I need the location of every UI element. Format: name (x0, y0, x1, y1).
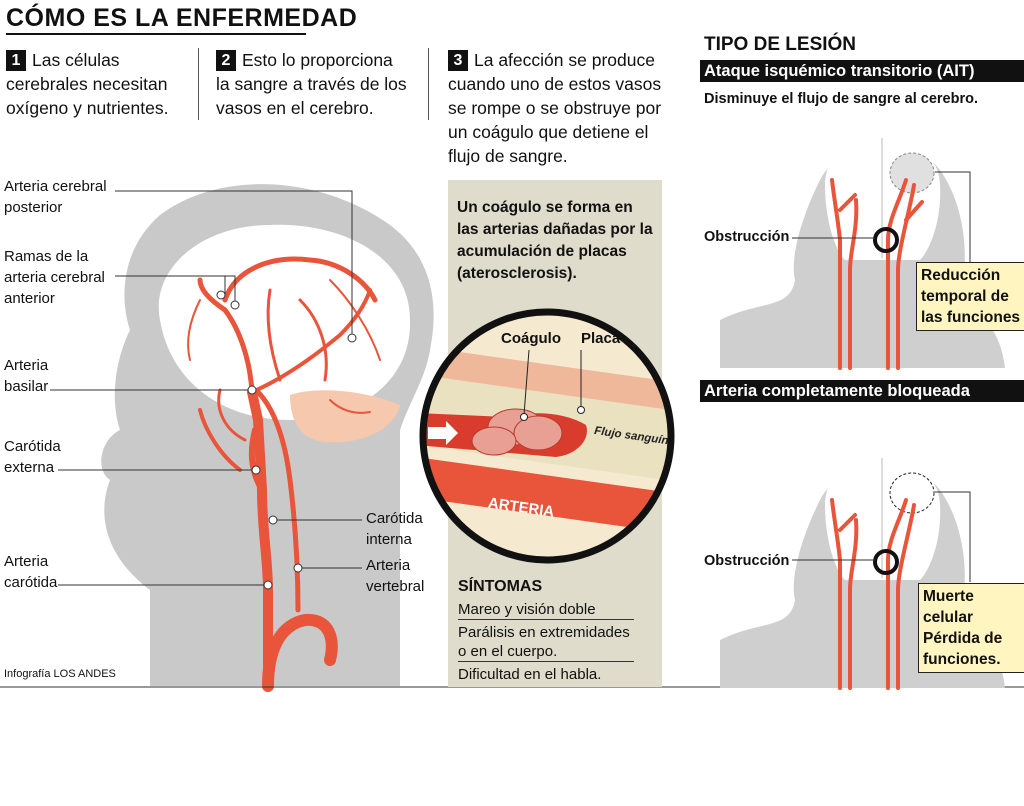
ait-obstruction-ring (873, 227, 899, 253)
label-coagulo: Coágulo (501, 330, 561, 347)
marker-coagulo (520, 413, 528, 421)
symptom-item: Dificultad en el habla. (458, 666, 602, 683)
credit: Infografía LOS ANDES (4, 668, 116, 680)
clot-2 (513, 415, 563, 451)
label-carotida: Arteria carótida (4, 553, 58, 591)
step-2-number: 2 (216, 50, 236, 71)
marker-anterior-1 (216, 290, 226, 300)
brain-branch (329, 399, 371, 414)
label-posterior: Arteria cerebral posterior (4, 178, 107, 216)
blocked-brain (825, 455, 941, 580)
label-placa: Placa (581, 330, 621, 347)
ait-obstruction-label: Obstrucción (704, 229, 790, 245)
marker-interna (268, 515, 278, 525)
blocked-obstruction-ring (873, 549, 899, 575)
aortic-arch (262, 613, 338, 692)
step-1-text: Las células cerebrales necesitan oxígeno… (6, 50, 169, 118)
symptom-item: Mareo y visión doble (458, 600, 634, 620)
step-2-text: Esto lo proporciona la sangre a través d… (216, 50, 407, 118)
step-3-number: 3 (448, 50, 468, 71)
marker-externa (251, 465, 261, 475)
flow-arrow (428, 421, 458, 445)
ait-brain (825, 135, 941, 260)
external-branch-b (217, 388, 247, 442)
basilar-artery (197, 277, 255, 395)
anterior-branch (222, 256, 378, 303)
artery-wall-bottom (423, 456, 671, 533)
marker-basilar (247, 385, 257, 395)
label-anterior: Ramas de la arteria cerebral anterior (4, 248, 105, 307)
external-carotid (248, 427, 265, 493)
lesion-title: TIPO DE LESIÓN (704, 34, 857, 55)
artery-magnifier: Flujo sanguíneo interrumpido ARTERIA (419, 308, 675, 564)
step-separator (428, 48, 429, 120)
ait-head (720, 135, 1005, 370)
label-basilar: Arteria basilar (4, 357, 49, 395)
magnifier-rim (419, 308, 675, 564)
cerebellum (290, 390, 400, 443)
marker-vertebral (293, 563, 303, 573)
step-1-number: 1 (6, 50, 26, 71)
brain-branch (329, 279, 381, 361)
marker-anterior-2 (230, 300, 240, 310)
external-branch-a (198, 408, 242, 472)
label-interna: Carótida interna (366, 510, 423, 548)
marker-carotida (263, 580, 273, 590)
blocked-obstruction-label: Obstrucción (704, 553, 790, 569)
label-vertebral: Arteria vertebral (366, 557, 425, 595)
leader-anterior (115, 275, 236, 305)
brain-branch (266, 288, 282, 382)
brain-branch (187, 299, 201, 361)
clot-3 (471, 426, 517, 456)
step-3-text: La afección se produce cuando uno de est… (448, 50, 662, 166)
ait-note: Reducción temporal de las funciones (916, 262, 1024, 331)
leader-posterior (115, 190, 353, 338)
blocked-note: Muerte celular Pérdida de funciones. (918, 583, 1024, 673)
artery-wall-top (423, 347, 671, 414)
clot-intro: Un coágulo se forma en las arterias daña… (457, 199, 653, 282)
ait-description: Disminuye el flujo de sangre al cerebro. (704, 91, 978, 107)
step-separator (198, 48, 199, 120)
page-title: CÓMO ES LA ENFERMEDAD (6, 4, 358, 32)
posterior-artery (250, 288, 372, 394)
marker-placa (577, 406, 585, 414)
marker-posterior (347, 333, 357, 343)
symptoms-list: Mareo y visión doble Parálisis en extrem… (458, 600, 634, 684)
brain-branch (298, 298, 328, 382)
leader-coagulo (523, 349, 530, 416)
blocked-header: Arteria completamente bloqueada (700, 380, 1024, 402)
symptoms-heading: SÍNTOMAS (458, 578, 543, 595)
ait-header: Ataque isquémico transitorio (AIT) (700, 60, 1024, 82)
label-externa: Carótida externa (4, 438, 61, 476)
title-underline (6, 33, 306, 35)
symptom-item: Parálisis en extremidades o en el cuerpo… (458, 623, 634, 662)
